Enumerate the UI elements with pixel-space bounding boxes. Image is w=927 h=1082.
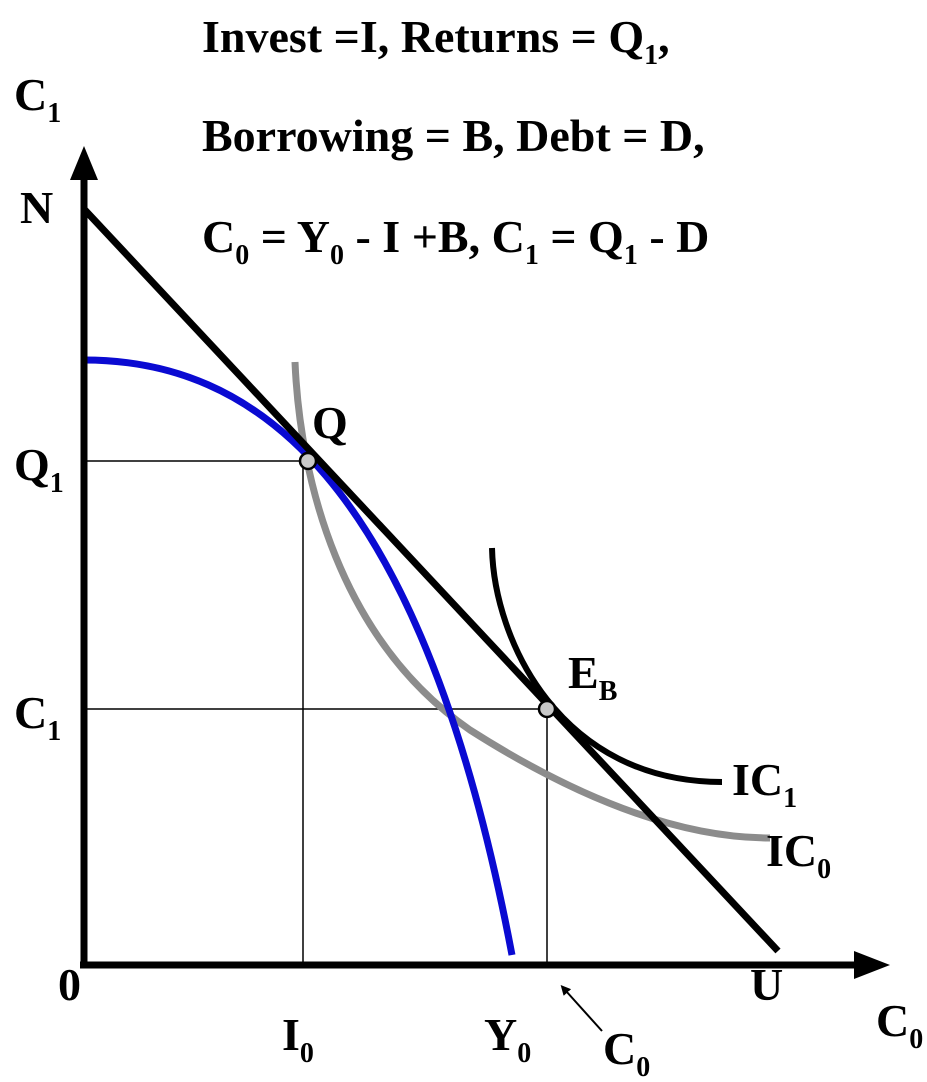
ic1-curve [489,547,723,785]
title-text: Invest =I, Returns = Q [202,11,644,62]
origin-label: 0 [58,959,81,1010]
budget-line [81,206,781,954]
y-axis-arrowhead [70,146,98,180]
title-subscript: 0 [330,240,344,271]
i0-label: I0 [282,1009,314,1069]
ic0-label: IC0 [766,825,831,885]
title-line-3: C0 = Y0 - I +B, C1 = Q1 - D [202,211,709,271]
title-line-2: Borrowing = B, Debt = D, [202,110,705,161]
y-axis-label: C1 [14,69,61,129]
title-subscript: 1 [644,40,658,71]
title-subscript: 1 [525,240,539,271]
ic0-curve [291,361,771,842]
point-eb-marker [537,699,557,719]
title-text: = Y [249,211,330,262]
title-text: C [202,211,235,262]
title-subscript: 1 [624,240,638,271]
title-text: - D [638,211,710,262]
title-text: = Q [539,211,624,262]
c0-pointer-arrow [560,985,603,1032]
n-label: N [20,182,53,233]
title-text: Borrowing = B, Debt = D, [202,110,705,161]
title-text: , [658,11,670,62]
ic1-label: IC1 [732,754,797,814]
title-text: - I +B, C [344,211,525,262]
production-possibility-curve [83,356,516,956]
title-line-1: Invest =I, Returns = Q1, [202,11,670,71]
q1-label: Q1 [14,439,64,499]
c0-pointer-label: C0 [603,1023,650,1082]
u-label: U [750,959,783,1010]
c1-label: C1 [14,687,61,747]
eb-point-label: EB [568,647,617,707]
title-subscript: 0 [235,240,249,271]
x-axis-arrowhead [854,951,890,979]
q-point-label: Q [312,397,348,448]
point-q-marker [298,451,318,471]
y0-label: Y0 [484,1009,531,1069]
x-axis-label: C0 [876,995,923,1055]
